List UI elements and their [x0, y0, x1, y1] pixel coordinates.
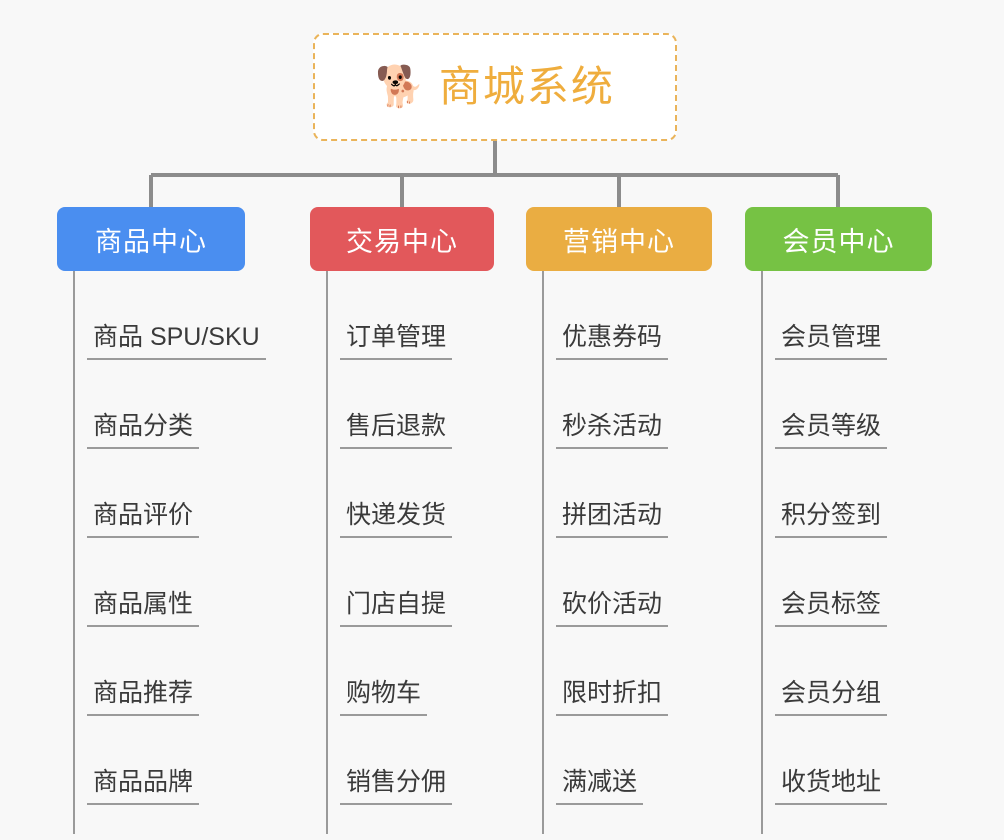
leaf-underline: 优惠券码: [556, 322, 669, 360]
leaf-list: 会员管理 会员等级 积分签到 会员标签 会员分组: [745, 271, 932, 805]
leaf-item[interactable]: 商品属性: [57, 538, 266, 627]
leaf-item[interactable]: 商品 SPU/SKU: [57, 271, 266, 360]
leaf-item[interactable]: 拼团活动: [526, 449, 712, 538]
leaf-underline: 商品推荐: [87, 678, 200, 716]
leaf-underline: 会员分组: [775, 678, 888, 716]
branch-column-member-center: 会员中心 会员管理 会员等级 积分签到 会员标签: [745, 207, 932, 834]
root-node[interactable]: 🐕 商城系统: [313, 33, 677, 141]
leaf-item[interactable]: 优惠券码: [526, 271, 712, 360]
leaf-label: 快递发货: [346, 500, 447, 529]
leaf-underline: 快递发货: [340, 500, 453, 538]
leaf-underline: 砍价活动: [556, 589, 669, 627]
leaf-underline: 商品品牌: [87, 767, 200, 805]
leaf-label: 订单管理: [346, 322, 447, 351]
leaf-item[interactable]: 会员等级: [745, 360, 932, 449]
leaf-underline: 商品 SPU/SKU: [87, 322, 266, 360]
leaf-label: 优惠券码: [562, 322, 663, 351]
leaf-underline: 购物车: [340, 678, 428, 716]
leaf-underline: 商品评价: [87, 500, 200, 538]
leaf-label: 商品分类: [93, 411, 194, 440]
leaf-item[interactable]: 销售分佣: [310, 716, 494, 805]
leaf-item[interactable]: 订单管理: [310, 271, 494, 360]
leaf-label: 商品属性: [93, 589, 194, 618]
branch-card-trade-center[interactable]: 交易中心: [310, 207, 494, 271]
leaf-label: 会员等级: [781, 411, 882, 440]
leaf-list: 订单管理 售后退款 快递发货 门店自提 购物车: [310, 271, 494, 805]
leaf-item[interactable]: 收货地址: [745, 716, 932, 805]
leaf-underline: 会员标签: [775, 589, 888, 627]
branch-spine: [326, 271, 328, 834]
leaf-item[interactable]: 会员管理: [745, 271, 932, 360]
leaf-underline: 限时折扣: [556, 678, 669, 716]
leaf-item[interactable]: 售后退款: [310, 360, 494, 449]
branch-card-label: 会员中心: [782, 226, 895, 257]
leaf-list: 优惠券码 秒杀活动 拼团活动 砍价活动 限时折扣: [526, 271, 712, 805]
leaf-label: 砍价活动: [562, 589, 663, 618]
leaf-item[interactable]: 满减送: [526, 716, 712, 805]
branch-column-trade-center: 交易中心 订单管理 售后退款 快递发货 门店自提: [310, 207, 494, 834]
leaf-label: 商品品牌: [93, 767, 194, 796]
leaf-label: 会员管理: [781, 322, 882, 351]
leaf-list: 商品 SPU/SKU 商品分类 商品评价 商品属性 商品推荐: [57, 271, 266, 805]
leaf-item[interactable]: 会员分组: [745, 627, 932, 716]
branch-column-product-center: 商品中心 商品 SPU/SKU 商品分类 商品评价 商品属性: [57, 207, 266, 834]
leaf-item[interactable]: 商品品牌: [57, 716, 266, 805]
leaf-label: 商品推荐: [93, 678, 194, 707]
branch-card-label: 交易中心: [346, 226, 458, 257]
leaf-item[interactable]: 购物车: [310, 627, 494, 716]
leaf-label: 商品评价: [93, 500, 194, 529]
branch-card-label: 商品中心: [95, 226, 207, 257]
leaf-label: 收货地址: [781, 767, 882, 796]
leaf-underline: 门店自提: [340, 589, 453, 627]
branch-spine: [73, 271, 75, 834]
branch-spine: [542, 271, 544, 834]
branch-card-label: 营销中心: [563, 226, 675, 257]
branch-column-marketing-center: 营销中心 优惠券码 秒杀活动 拼团活动 砍价活动: [526, 207, 712, 834]
branch-card-marketing-center[interactable]: 营销中心: [526, 207, 712, 271]
leaf-underline: 售后退款: [340, 411, 453, 449]
leaf-label: 商品 SPU/SKU: [93, 322, 260, 351]
leaf-label: 门店自提: [346, 589, 447, 618]
leaf-label: 购物车: [346, 678, 422, 707]
leaf-item[interactable]: 商品推荐: [57, 627, 266, 716]
leaf-item[interactable]: 限时折扣: [526, 627, 712, 716]
leaf-underline: 积分签到: [775, 500, 888, 538]
leaf-underline: 会员管理: [775, 322, 888, 360]
leaf-label: 会员标签: [781, 589, 882, 618]
branch-card-member-center[interactable]: 会员中心: [745, 207, 932, 271]
leaf-underline: 订单管理: [340, 322, 453, 360]
leaf-underline: 收货地址: [775, 767, 888, 805]
leaf-underline: 拼团活动: [556, 500, 669, 538]
leaf-label: 积分签到: [781, 500, 882, 529]
branch-spine: [761, 271, 763, 834]
leaf-label: 秒杀活动: [562, 411, 663, 440]
leaf-underline: 销售分佣: [340, 767, 453, 805]
leaf-label: 销售分佣: [346, 767, 447, 796]
leaf-item[interactable]: 会员标签: [745, 538, 932, 627]
leaf-item[interactable]: 商品分类: [57, 360, 266, 449]
leaf-label: 限时折扣: [562, 678, 663, 707]
leaf-item[interactable]: 积分签到: [745, 449, 932, 538]
leaf-item[interactable]: 门店自提: [310, 538, 494, 627]
leaf-underline: 会员等级: [775, 411, 888, 449]
leaf-item[interactable]: 商品评价: [57, 449, 266, 538]
leaf-item[interactable]: 砍价活动: [526, 538, 712, 627]
leaf-label: 会员分组: [781, 678, 882, 707]
leaf-label: 售后退款: [346, 411, 447, 440]
leaf-label: 拼团活动: [562, 500, 663, 529]
leaf-underline: 商品属性: [87, 589, 200, 627]
leaf-label: 满减送: [562, 767, 638, 796]
leaf-underline: 满减送: [556, 767, 644, 805]
root-title: 商城系统: [438, 63, 615, 110]
branch-card-product-center[interactable]: 商品中心: [57, 207, 245, 271]
leaf-item[interactable]: 快递发货: [310, 449, 494, 538]
leaf-underline: 商品分类: [87, 411, 200, 449]
leaf-item[interactable]: 秒杀活动: [526, 360, 712, 449]
leaf-underline: 秒杀活动: [556, 411, 669, 449]
shiba-dog-face-icon: 🐕: [375, 65, 425, 109]
